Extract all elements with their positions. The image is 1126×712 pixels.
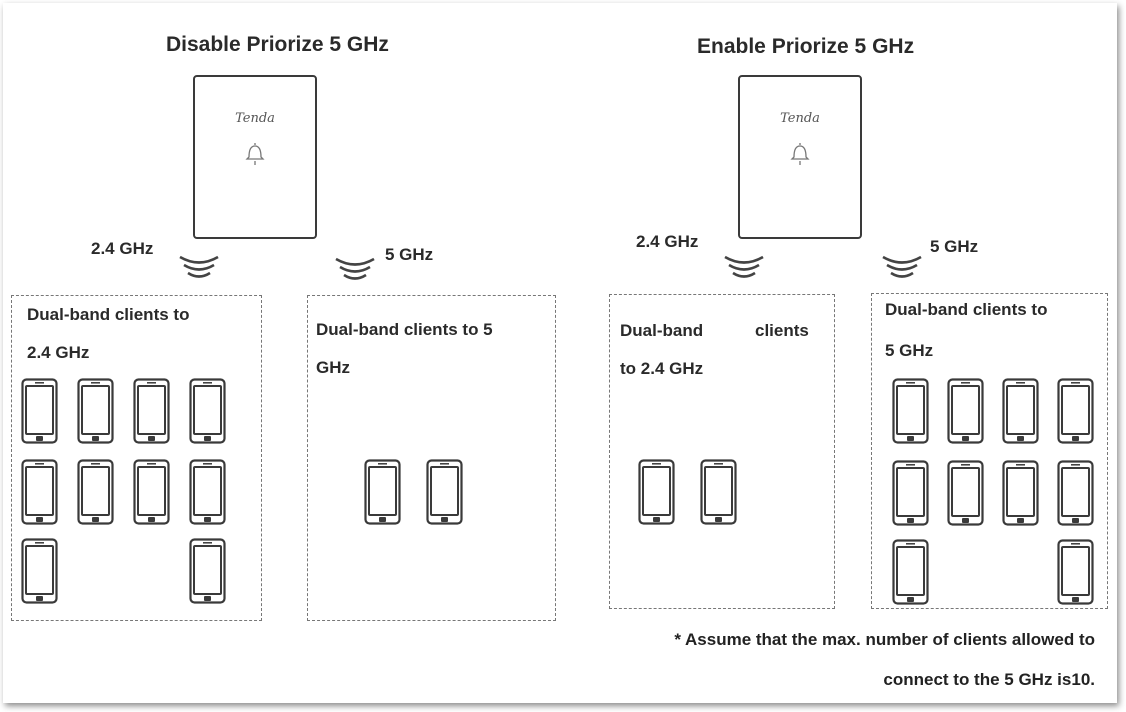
smartphone-icon: [892, 378, 929, 444]
left-24-box-line2: 2.4 GHz: [27, 343, 90, 362]
smartphone-icon: [638, 459, 675, 525]
smartphone-icon: [892, 539, 929, 605]
right-title: Enable Priorize 5 GHz: [697, 35, 915, 58]
right-bell-icon: [790, 141, 810, 167]
left-band-24-label: 2.4 GHz: [91, 239, 154, 258]
right-access-point-icon: Tenda: [738, 75, 862, 239]
smartphone-icon: [426, 459, 463, 525]
left-24-client-box: Dual-band clients to 2.4 GHz: [11, 295, 262, 621]
left-5-box-line2: GHz: [316, 358, 350, 377]
smartphone-icon: [133, 459, 170, 525]
left-24-signal-wave-icon: [177, 254, 221, 280]
right-5-box-line2: 5 GHz: [885, 341, 934, 360]
smartphone-icon: [21, 538, 58, 604]
smartphone-icon: [1057, 539, 1094, 605]
smartphone-icon: [700, 459, 737, 525]
left-band-5-label: 5 GHz: [385, 245, 434, 264]
right-24-box-line1a: Dual-band: [620, 321, 704, 340]
left-access-point-icon: Tenda: [193, 75, 317, 239]
smartphone-icon: [189, 378, 226, 444]
right-24-box-line2: to 2.4 GHz: [620, 359, 704, 378]
right-24-client-box: Dual-band clients to 2.4 GHz: [609, 294, 835, 609]
smartphone-icon: [133, 378, 170, 444]
right-24-box-line1b: clients: [755, 321, 809, 340]
left-bell-icon: [245, 141, 265, 167]
smartphone-icon: [1057, 460, 1094, 526]
left-24-box-line1: Dual-band clients to: [27, 305, 190, 324]
diagram-frame: Disable Priorize 5 GHz Tenda 2.4 GHz 5 G…: [3, 3, 1117, 703]
smartphone-icon: [189, 538, 226, 604]
footnote-line2: connect to the 5 GHz is10.: [883, 670, 1095, 689]
smartphone-icon: [77, 459, 114, 525]
left-title: Disable Priorize 5 GHz: [166, 33, 389, 56]
right-band-5-label: 5 GHz: [930, 237, 979, 256]
left-5-signal-wave-icon: [333, 256, 377, 282]
right-band-24-label: 2.4 GHz: [636, 232, 699, 251]
smartphone-icon: [1002, 460, 1039, 526]
smartphone-icon: [892, 460, 929, 526]
right-ap-brand: Tenda: [780, 111, 820, 126]
smartphone-icon: [364, 459, 401, 525]
footnote-line1: * Assume that the max. number of clients…: [674, 630, 1095, 649]
right-5-client-box: Dual-band clients to 5 GHz: [871, 293, 1108, 609]
right-24-signal-wave-icon: [722, 254, 766, 280]
left-5-client-box: Dual-band clients to 5 GHz: [307, 295, 556, 621]
smartphone-icon: [1002, 378, 1039, 444]
smartphone-icon: [947, 460, 984, 526]
right-5-box-line1: Dual-band clients to: [885, 300, 1048, 319]
left-ap-brand: Tenda: [235, 111, 275, 126]
right-5-signal-wave-icon: [880, 254, 924, 280]
smartphone-icon: [77, 378, 114, 444]
smartphone-icon: [1057, 378, 1094, 444]
smartphone-icon: [189, 459, 226, 525]
smartphone-icon: [21, 378, 58, 444]
left-5-box-line1: Dual-band clients to 5: [316, 320, 493, 339]
smartphone-icon: [21, 459, 58, 525]
smartphone-icon: [947, 378, 984, 444]
